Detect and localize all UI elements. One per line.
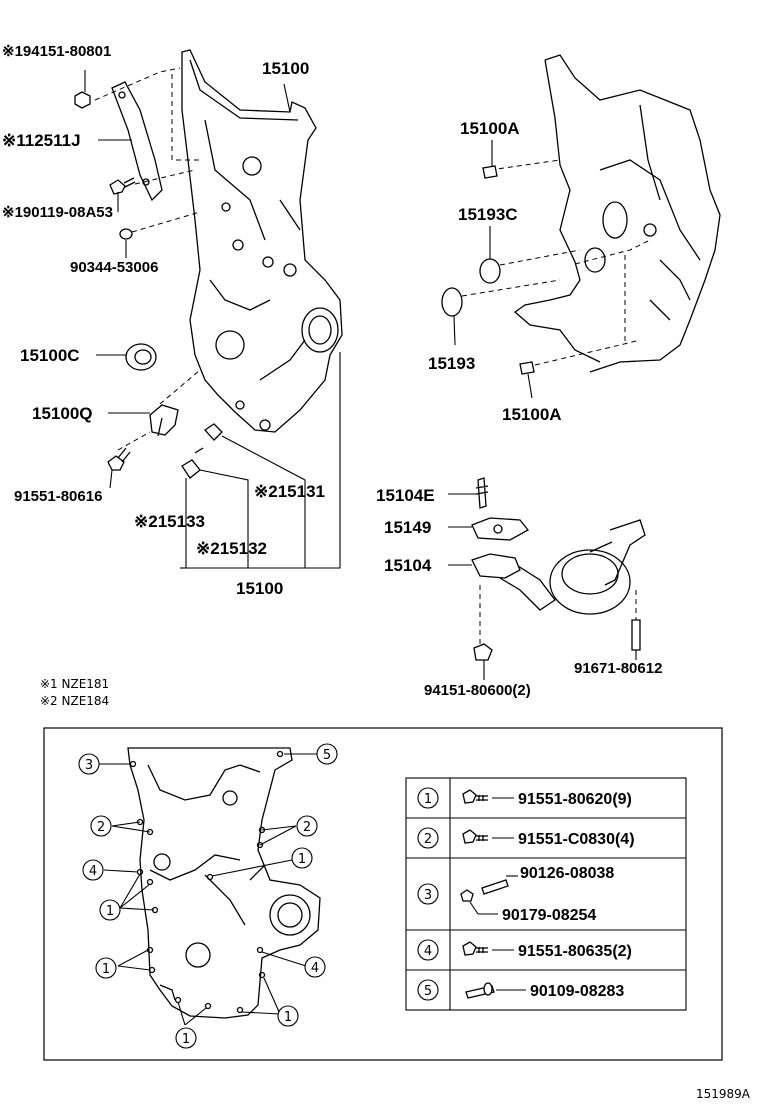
callout-1-bottom-right: 1: [277, 1005, 299, 1027]
table-row: 1 91551-80620(9): [417, 787, 632, 809]
note-nze181: ※1 NZE181: [40, 677, 109, 691]
label-15104E: 15104E: [376, 486, 435, 505]
callout-4-left: 4: [82, 859, 104, 881]
svg-text:1: 1: [298, 852, 306, 867]
label-91671-80612: 91671-80612: [574, 660, 662, 677]
label-15100A-top: 15100A: [460, 119, 520, 138]
table-row: 5 90109-08283: [417, 979, 624, 1001]
callout-4-right: 4: [304, 956, 326, 978]
svg-text:3: 3: [85, 758, 93, 773]
callout-1-left-upper: 1: [99, 899, 121, 921]
callout-1-right-upper: 1: [291, 847, 313, 869]
svg-text:1: 1: [182, 1032, 190, 1047]
engine-block-assembly: [441, 54, 721, 399]
svg-text:4: 4: [311, 961, 319, 976]
svg-text:1: 1: [284, 1010, 292, 1025]
svg-text:1: 1: [424, 792, 432, 807]
bolt-markers: [129, 750, 284, 1014]
callout-1-bottom-center: 1: [175, 1027, 197, 1049]
label-15100C: 15100C: [20, 346, 80, 365]
washer-bolt-icon: [465, 982, 495, 999]
part-number: 91551-C0830(4): [518, 831, 635, 848]
label-90344-53006: 90344-53006: [70, 259, 158, 276]
svg-text:2: 2: [97, 820, 105, 835]
svg-text:1: 1: [106, 904, 114, 919]
part-labels: ※194151-80801 15100 ※112511J ※190119-08A…: [2, 43, 662, 708]
table-row: 3 90126-08038 90179-08254: [417, 865, 614, 924]
note-nze184: ※2 NZE184: [40, 694, 109, 708]
flange-bolt-icon: [462, 941, 488, 956]
label-15100Q: 15100Q: [32, 404, 93, 423]
label-12511J: ※112511J: [2, 131, 81, 150]
callout-1-left-lower: 1: [95, 957, 117, 979]
bolt-table: 1 91551-80620(9) 2 91551-C0830(4): [405, 777, 687, 1011]
part-number: 90126-08038: [520, 865, 614, 882]
label-91551-80616: 91551-80616: [14, 488, 102, 505]
label-15133: ※215133: [134, 512, 205, 531]
label-15104: 15104: [384, 556, 432, 575]
part-number: 90109-08283: [530, 983, 624, 1000]
table-row: 4 91551-80635(2): [417, 939, 632, 961]
label-15100-top: 15100: [262, 59, 309, 78]
svg-text:1: 1: [102, 962, 110, 977]
svg-text:3: 3: [424, 888, 432, 903]
nut-icon: [460, 889, 474, 902]
svg-text:5: 5: [323, 748, 331, 763]
stud-bolt-icon: [481, 879, 509, 895]
label-90119-08A53: ※190119-08A53: [2, 204, 113, 221]
svg-text:4: 4: [89, 864, 97, 879]
figure-id: 151989A: [696, 1087, 751, 1101]
label-94151-80801: ※194151-80801: [2, 43, 111, 60]
part-number: 91551-80620(9): [518, 791, 632, 808]
flange-bolt-icon: [462, 829, 488, 844]
label-15100-bottom: 15100: [236, 579, 283, 598]
callout-5-top: 5: [316, 743, 338, 765]
label-15193C: 15193C: [458, 205, 518, 224]
label-94151-80600: 94151-80600(2): [424, 682, 531, 699]
label-15131: ※215131: [254, 482, 325, 501]
part-number: 90179-08254: [502, 907, 596, 924]
part-number: 91551-80635(2): [518, 943, 632, 960]
oil-strainer-assembly: [448, 477, 646, 680]
svg-text:2: 2: [303, 820, 311, 835]
bolt-location-panel: 3 5 2 2 1 4 1 1: [43, 727, 723, 1061]
svg-text:5: 5: [424, 984, 432, 999]
label-15100A-bottom: 15100A: [502, 405, 562, 424]
table-row: 2 91551-C0830(4): [417, 827, 635, 849]
label-15149: 15149: [384, 518, 431, 537]
flange-bolt-icon: [462, 789, 488, 804]
callout-3-top: 3: [78, 753, 100, 775]
callout-2-right: 2: [296, 815, 318, 837]
label-15132: ※215132: [196, 539, 267, 558]
label-15193: 15193: [428, 354, 475, 373]
callout-2-left: 2: [90, 815, 112, 837]
svg-text:4: 4: [424, 944, 432, 959]
timing-cover-assembly: [74, 49, 343, 569]
svg-text:2: 2: [424, 832, 432, 847]
